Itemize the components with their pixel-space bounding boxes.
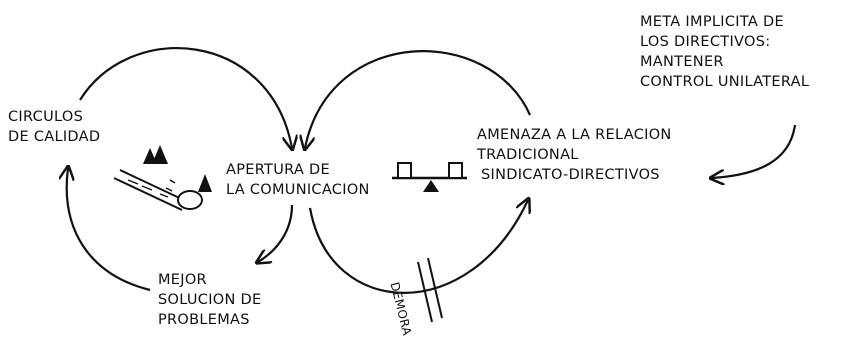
label-meta-line-1: META IMPLICITA DE: [640, 14, 784, 30]
delay-mark-2: [427, 257, 443, 319]
label-mejor-line-1: MEJOR: [158, 272, 207, 288]
label-mejor-solucion-de-problemas: MEJOR SOLUCION DE PROBLEMAS: [158, 270, 261, 330]
snowball-icon: [113, 145, 212, 211]
arrow-mejor-to-circulos: [67, 168, 151, 292]
label-circulos-de-calidad: CIRCULOS DE CALIDAD: [8, 107, 100, 147]
arrow-meta-to-amenaza: [712, 124, 797, 178]
arrow-amenaza-to-apertura: [305, 50, 532, 148]
arrow-circulos-to-apertura: [79, 47, 292, 148]
balance-scale-icon: [392, 162, 467, 192]
label-meta-line-2: LOS DIRECTIVOS:: [640, 34, 771, 50]
label-meta-line-3: MANTENER: [640, 54, 724, 70]
label-circulos-line-1: CIRCULOS: [8, 109, 84, 125]
label-meta-line-4: CONTROL UNILATERAL: [640, 74, 810, 90]
label-amenaza-line-1: AMENAZA A LA RELACION: [477, 127, 672, 143]
label-amenaza-line-2: TRADICIONAL: [477, 147, 579, 163]
delay-mark-1: [417, 261, 433, 323]
label-amenaza-a-la-relacion: AMENAZA A LA RELACION TRADICIONAL SINDIC…: [477, 125, 672, 185]
arrow-apertura-to-amenaza: [308, 200, 528, 294]
label-mejor-line-2: SOLUCION DE: [158, 292, 262, 308]
label-amenaza-line-3: SINDICATO-DIRECTIVOS: [481, 167, 660, 183]
label-apertura-de-la-comunicacion: APERTURA DE LA COMUNICACION: [226, 160, 370, 200]
label-meta-implicita: META IMPLICITA DE LOS DIRECTIVOS: MANTEN…: [640, 12, 809, 92]
label-apertura-line-2: LA COMUNICACION: [226, 182, 370, 198]
label-apertura-line-1: APERTURA DE: [226, 162, 330, 178]
arrow-apertura-to-mejor: [258, 204, 294, 262]
label-mejor-line-3: PROBLEMAS: [158, 312, 250, 328]
label-circulos-line-2: DE CALIDAD: [8, 129, 101, 145]
